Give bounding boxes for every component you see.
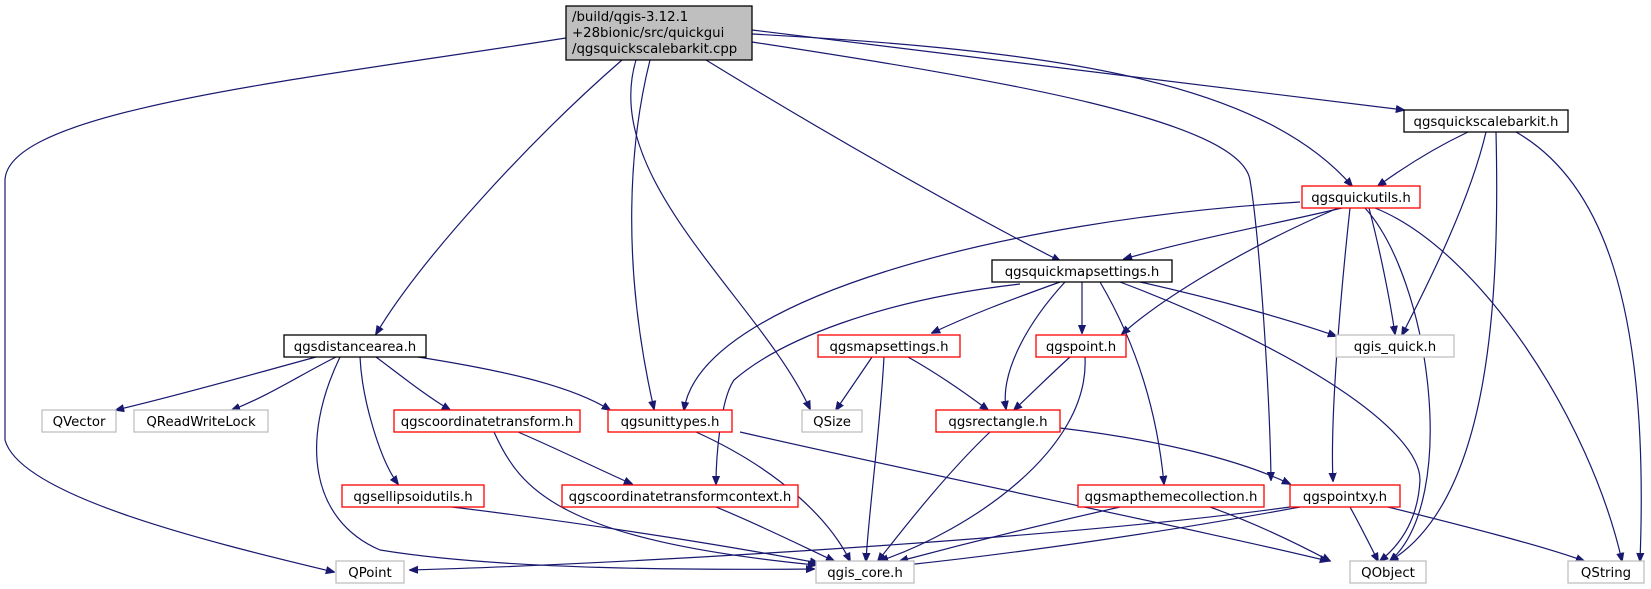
edge-qgsquickutils-to-qgspoint: [1122, 207, 1339, 334]
edge-qgsdistancearea-to-qvector: [116, 356, 317, 410]
edge-qgsquickmapsettings-to-qgsmapsettings: [932, 281, 1061, 333]
node-qgsunittypes-h[interactable]: qgsunittypes.h: [607, 409, 733, 433]
node-qgspointxy-h-label: qgspointxy.h: [1303, 490, 1387, 505]
node-qgsrectangle-h-label: qgsrectangle.h: [948, 415, 1047, 430]
node-qgspointxy-h[interactable]: qgspointxy.h: [1289, 484, 1401, 508]
edge-qgscoordinatetransformcontext-to-qgis_core: [715, 506, 834, 561]
nodes-layer: /build/qgis-3.12.1 +28bionic/src/quickgu…: [41, 5, 1645, 584]
edge-qgsquickmapsettings-to-qgis_quick: [1139, 281, 1336, 336]
edge-qgsmapsettings-to-qsize: [836, 356, 873, 410]
edge-qgsrectangle-to-qgspointxy: [1059, 427, 1290, 484]
edge-qgsmapsettings-to-qgis_core: [866, 356, 885, 561]
edge-qgspointxy-to-qstring: [1387, 506, 1584, 561]
edges-layer: [4, 29, 1641, 572]
edge-root-to-qgsquickscalebarkit: [751, 29, 1404, 110]
node-qobject[interactable]: QObject: [1349, 560, 1427, 584]
node-qgscoordinatetransform-h-label: qgscoordinatetransform.h: [401, 415, 574, 430]
node-qgscoordinatetransform-h[interactable]: qgscoordinatetransform.h: [393, 409, 581, 433]
edge-qgspoint-to-qgis_core: [880, 356, 1086, 561]
edge-root-to-qgsdistancearea: [376, 59, 623, 334]
edge-qgsquickmapsettings-to-qgscoordinatetransformcontext: [716, 283, 1021, 484]
node-qgsdistancearea-h[interactable]: qgsdistancearea.h: [283, 334, 427, 358]
node-qgscoordinatetransformcontext-h[interactable]: qgscoordinatetransformcontext.h: [561, 484, 799, 508]
node-qsize[interactable]: QSize: [801, 409, 863, 433]
node-qgis-core-h-label: qgis_core.h: [827, 566, 903, 581]
edge-root-to-qsize: [630, 59, 810, 409]
edge-qgsquickscalebarkit-to-qstring: [1515, 131, 1641, 561]
node-qgis-core-h[interactable]: qgis_core.h: [815, 560, 915, 584]
node-qobject-label: QObject: [1361, 566, 1415, 581]
edge-qgscoordinatetransform-to-qgscoordinatetransformcontext: [517, 431, 632, 484]
root-file-line3: /qgsquickscalebarkit.cpp: [572, 42, 737, 57]
node-qgsmapsettings-h-label: qgsmapsettings.h: [829, 340, 948, 355]
node-qgsrectangle-h[interactable]: qgsrectangle.h: [935, 409, 1061, 433]
edge-qgsquickutils-to-qgis_quick: [1368, 207, 1395, 334]
edge-qgsrectangle-to-qgis_core: [878, 431, 991, 561]
node-qgsquickscalebarkit-h-label: qgsquickscalebarkit.h: [1414, 115, 1559, 130]
edge-qgsdistancearea-to-qgsunittypes: [417, 356, 610, 410]
node-qgsmapthemecollection-h[interactable]: qgsmapthemecollection.h: [1077, 484, 1265, 508]
edge-qgsquickscalebarkit-to-qobject: [1390, 131, 1498, 561]
edge-qgspoint-to-qgsrectangle: [1014, 356, 1071, 410]
node-qgsquickutils-h[interactable]: qgsquickutils.h: [1301, 185, 1421, 209]
edge-qgspointxy-to-qobject: [1349, 506, 1378, 561]
node-qgsquickmapsettings-h-label: qgsquickmapsettings.h: [1005, 265, 1160, 280]
edge-qgsmapsettings-to-qgsrectangle: [907, 356, 988, 410]
edge-qgsmapthemecollection-to-qgis_core: [900, 506, 1121, 561]
node-root-file[interactable]: /build/qgis-3.12.1 +28bionic/src/quickgu…: [565, 5, 753, 61]
edge-root-to-qpoint: [4, 37, 567, 572]
edge-root-to-qgspointxy: [751, 41, 1271, 480]
edge-qgspointxy-to-qpoint: [410, 506, 1291, 570]
edge-qgsdistancearea-to-qreadwritelock: [232, 356, 337, 410]
node-qgscoordinatetransformcontext-h-label: qgscoordinatetransformcontext.h: [569, 490, 792, 505]
node-qstring[interactable]: QString: [1567, 560, 1645, 584]
node-qsize-label: QSize: [813, 415, 851, 430]
edge-qgsdistancearea-to-qgscoordinatetransform: [375, 356, 450, 410]
node-qgsquickscalebarkit-h[interactable]: qgsquickscalebarkit.h: [1403, 109, 1569, 133]
edge-qgsquickutils-to-qobject: [1364, 207, 1431, 561]
node-qgsquickutils-h-label: qgsquickutils.h: [1311, 191, 1411, 206]
node-qgsunittypes-h-label: qgsunittypes.h: [621, 415, 720, 430]
edge-qgsquickutils-to-qstring: [1374, 207, 1622, 561]
edge-qgsquickmapsettings-to-qobject: [1119, 281, 1421, 561]
edge-qgsquickscalebarkit-to-qgis_quick: [1402, 131, 1487, 335]
edge-qgsellipsoidutils-to-qgis_core: [451, 506, 818, 563]
edge-root-to-qgsunittypes: [631, 59, 654, 409]
edge-qgspointxy-to-qgis_core: [906, 506, 1301, 565]
node-qreadwritelock-label: QReadWriteLock: [146, 415, 256, 430]
node-qgspoint-h-label: qgspoint.h: [1046, 340, 1116, 355]
root-file-line1: /build/qgis-3.12.1: [572, 10, 688, 25]
edge-qgsunittypes-to-qobject: [739, 431, 1328, 561]
node-qvector[interactable]: QVector: [41, 409, 117, 433]
node-qgsmapthemecollection-h-label: qgsmapthemecollection.h: [1085, 490, 1258, 505]
edge-root-to-qgsquickmapsettings: [705, 59, 1060, 261]
node-qgspoint-h[interactable]: qgspoint.h: [1035, 334, 1127, 358]
node-qstring-label: QString: [1581, 566, 1631, 581]
edge-qgsquickutils-to-qgsquickmapsettings: [1124, 207, 1343, 259]
edge-qgsmapthemecollection-to-qobject: [1209, 506, 1330, 561]
node-qgis-quick-h-label: qgis_quick.h: [1354, 340, 1436, 355]
node-qvector-label: QVector: [53, 415, 106, 430]
edge-qgscoordinatetransform-to-qgis_core: [493, 431, 816, 565]
node-qreadwritelock[interactable]: QReadWriteLock: [133, 409, 269, 433]
edge-qgsdistancearea-to-qgsellipsoidutils: [359, 356, 398, 484]
edge-qgsdistancearea-to-qgis_core: [316, 356, 814, 569]
edge-qgsquickscalebarkit-to-qgsquickutils: [1378, 131, 1469, 186]
root-file-line2: +28bionic/src/quickgui: [572, 26, 724, 41]
edge-qgsquickmapsettings-to-qgsrectangle: [1005, 281, 1066, 409]
node-qgsmapsettings-h[interactable]: qgsmapsettings.h: [817, 334, 961, 358]
node-qpoint-label: QPoint: [348, 566, 391, 581]
edge-root-to-qgsquickutils: [751, 33, 1352, 186]
node-qgsellipsoidutils-h-label: qgsellipsoidutils.h: [353, 490, 472, 505]
edge-qgsquickmapsettings-to-qgsmapthemecollection: [1099, 281, 1164, 484]
node-qgsquickmapsettings-h[interactable]: qgsquickmapsettings.h: [991, 259, 1173, 283]
node-qgis-quick-h[interactable]: qgis_quick.h: [1335, 334, 1455, 358]
node-qgsdistancearea-h-label: qgsdistancearea.h: [294, 340, 416, 355]
node-qpoint[interactable]: QPoint: [335, 560, 405, 584]
edge-qgsquickutils-to-qgsunittypes: [684, 201, 1301, 410]
node-qgsellipsoidutils-h[interactable]: qgsellipsoidutils.h: [341, 484, 485, 508]
